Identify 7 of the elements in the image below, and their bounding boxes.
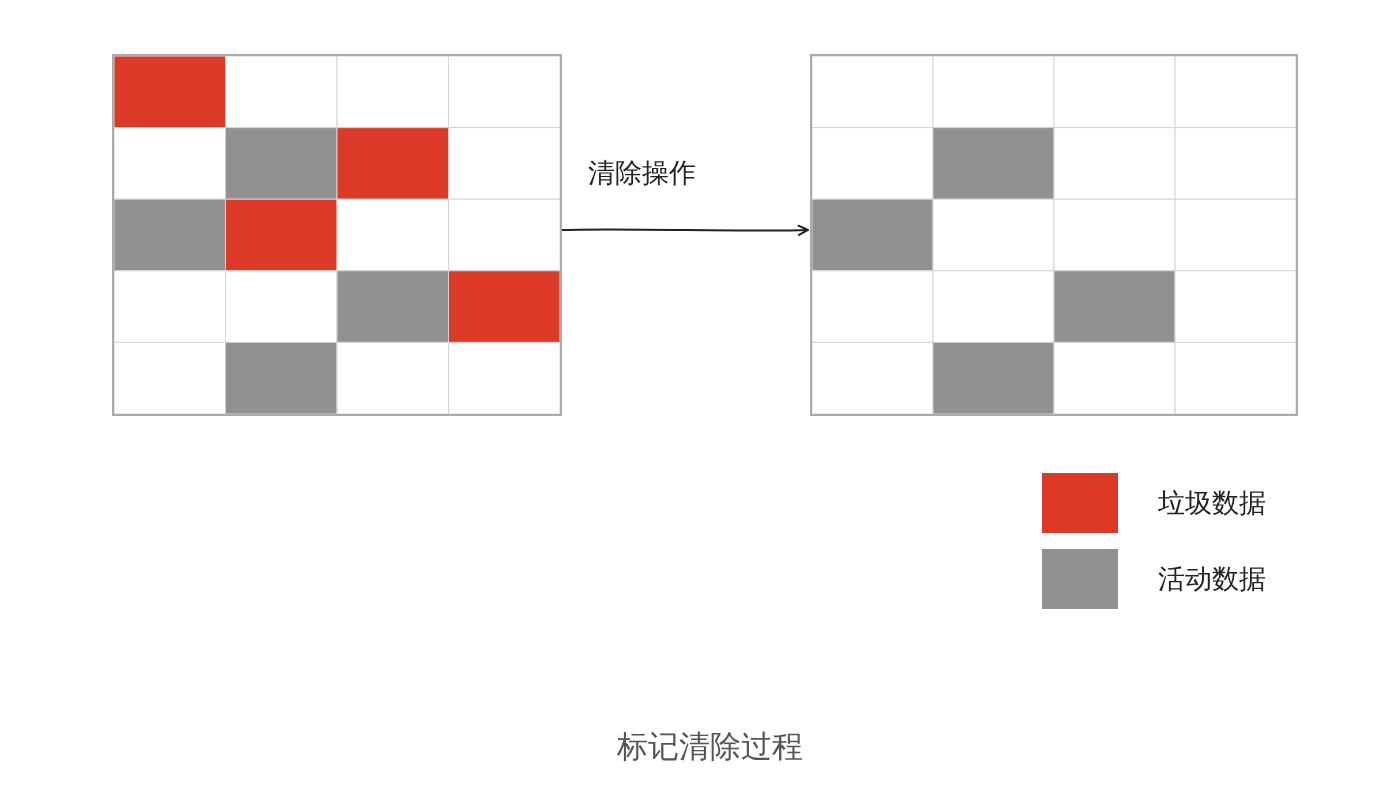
legend-label: 垃圾数据 bbox=[1158, 486, 1266, 520]
caption: 标记清除过程 bbox=[616, 727, 804, 766]
legend-label: 活动数据 bbox=[1158, 562, 1266, 596]
memory-grid bbox=[112, 54, 562, 416]
edge-label: 清除操作 bbox=[588, 156, 696, 190]
memory-grid bbox=[810, 54, 1298, 416]
arrow bbox=[561, 224, 809, 237]
